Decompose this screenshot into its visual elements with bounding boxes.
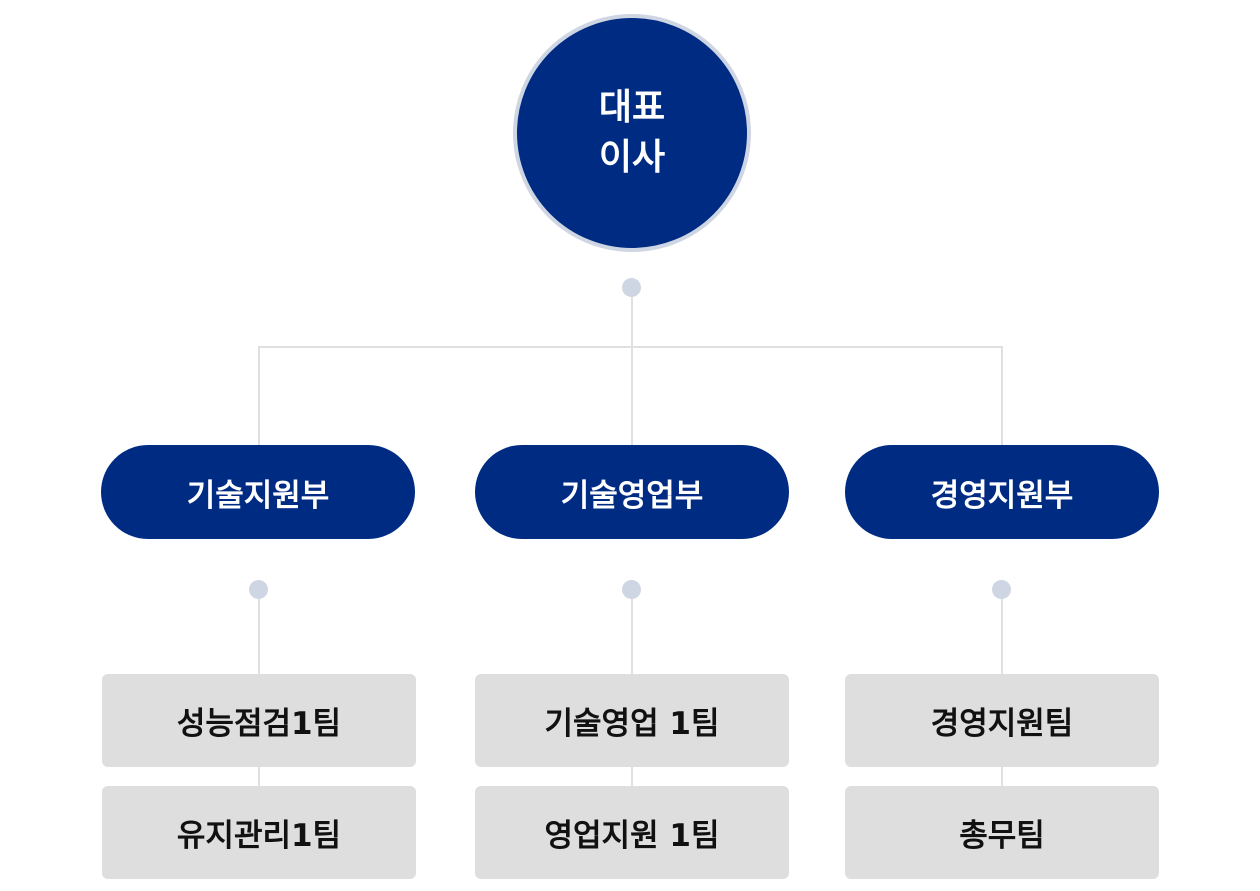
team-node: 유지관리1팀 (102, 786, 416, 879)
dept-label: 기술영업부 (560, 477, 704, 514)
team-label: 총무팀 (959, 818, 1045, 854)
team-label: 성능점검1팀 (176, 706, 342, 742)
team-label: 영업지원 1팀 (544, 818, 720, 854)
dept1-connector-dot (249, 580, 268, 599)
team-label: 기술영업 1팀 (544, 706, 720, 742)
dept-label: 기술지원부 (186, 477, 330, 514)
connector-horizontal (258, 346, 1003, 348)
root-connector-dot (622, 278, 641, 297)
connector-left-vertical (258, 346, 260, 445)
team-label: 경영지원팀 (930, 706, 1074, 742)
connector-right-vertical (1001, 346, 1003, 445)
ceo-label-line1: 대표 (598, 87, 666, 128)
team-node: 영업지원 1팀 (475, 786, 789, 879)
team-label: 유지관리1팀 (176, 818, 342, 854)
dept-node-tech-support: 기술지원부 (101, 445, 415, 539)
dept2-connector-dot (622, 580, 641, 599)
team-node: 성능점검1팀 (102, 674, 416, 767)
dept-label: 경영지원부 (930, 477, 1074, 514)
ceo-node: 대표 이사 (513, 14, 751, 252)
team-node: 경영지원팀 (845, 674, 1159, 767)
ceo-label-line2: 이사 (598, 137, 666, 178)
dept-node-tech-sales: 기술영업부 (475, 445, 789, 539)
dept3-connector-dot (992, 580, 1011, 599)
team-node: 기술영업 1팀 (475, 674, 789, 767)
team-node: 총무팀 (845, 786, 1159, 879)
dept-node-management-support: 경영지원부 (845, 445, 1159, 539)
connector-root-vertical (631, 287, 633, 445)
